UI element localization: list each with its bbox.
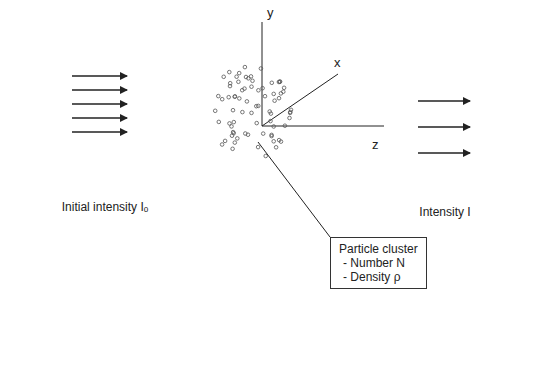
transmitted-label: Intensity I	[405, 205, 485, 219]
particle	[237, 71, 241, 75]
particle	[254, 104, 258, 108]
particle	[240, 88, 244, 92]
particle	[256, 145, 260, 149]
leader-line	[258, 142, 330, 237]
particle	[279, 92, 283, 96]
particle	[289, 108, 293, 112]
particle	[233, 95, 237, 99]
particle	[257, 89, 261, 93]
particle	[230, 134, 234, 138]
axis-label: y	[267, 6, 287, 20]
particle	[261, 132, 265, 136]
particle	[220, 143, 224, 147]
particle	[273, 99, 277, 103]
particle	[246, 133, 250, 137]
particle	[236, 137, 240, 141]
particle	[231, 108, 235, 112]
particle	[220, 97, 224, 101]
particles	[213, 65, 292, 158]
particle	[217, 120, 221, 124]
particle	[222, 75, 226, 79]
particle	[227, 95, 231, 99]
particle	[274, 146, 278, 150]
axis-label: z	[372, 138, 392, 152]
particle	[278, 80, 282, 84]
particle	[282, 86, 286, 90]
particle	[233, 141, 237, 145]
particle	[264, 154, 268, 158]
particle	[272, 92, 276, 96]
particle	[272, 140, 276, 144]
particle	[270, 81, 274, 85]
axes	[258, 22, 384, 237]
particle	[259, 67, 263, 71]
particle	[250, 85, 254, 89]
particle	[230, 125, 234, 129]
particle	[238, 97, 242, 101]
particle	[277, 96, 281, 100]
particle	[232, 120, 236, 124]
particle	[223, 139, 227, 143]
particle	[233, 95, 237, 99]
box-item: - Number N	[339, 256, 418, 270]
particle	[247, 77, 251, 81]
particle	[288, 116, 292, 120]
particle	[269, 112, 273, 116]
incident-label: Initial intensity Iₒ	[60, 200, 150, 214]
particle	[228, 70, 232, 74]
particle	[261, 86, 265, 90]
particle	[217, 94, 221, 98]
callout-box: Particle cluster- Number N- Density ρ	[330, 237, 427, 289]
box-item: - Density ρ	[339, 270, 418, 284]
particle	[250, 111, 254, 115]
particle	[243, 65, 247, 69]
particle	[241, 110, 245, 114]
particle	[237, 80, 241, 84]
particle	[283, 124, 287, 128]
particle	[269, 119, 273, 123]
particle	[263, 94, 267, 98]
axis-label: x	[334, 56, 354, 70]
particle	[277, 80, 281, 84]
particle	[251, 79, 255, 83]
particle	[255, 121, 259, 125]
particle	[272, 125, 276, 129]
particle	[235, 75, 239, 79]
particle	[228, 84, 232, 88]
incident-arrows	[72, 76, 127, 132]
particle	[270, 133, 274, 137]
transmitted-arrows	[418, 101, 470, 153]
box-heading: Particle cluster	[339, 242, 418, 256]
particle	[245, 100, 249, 104]
particle	[279, 140, 283, 144]
particle	[231, 147, 235, 151]
particle	[213, 109, 217, 113]
